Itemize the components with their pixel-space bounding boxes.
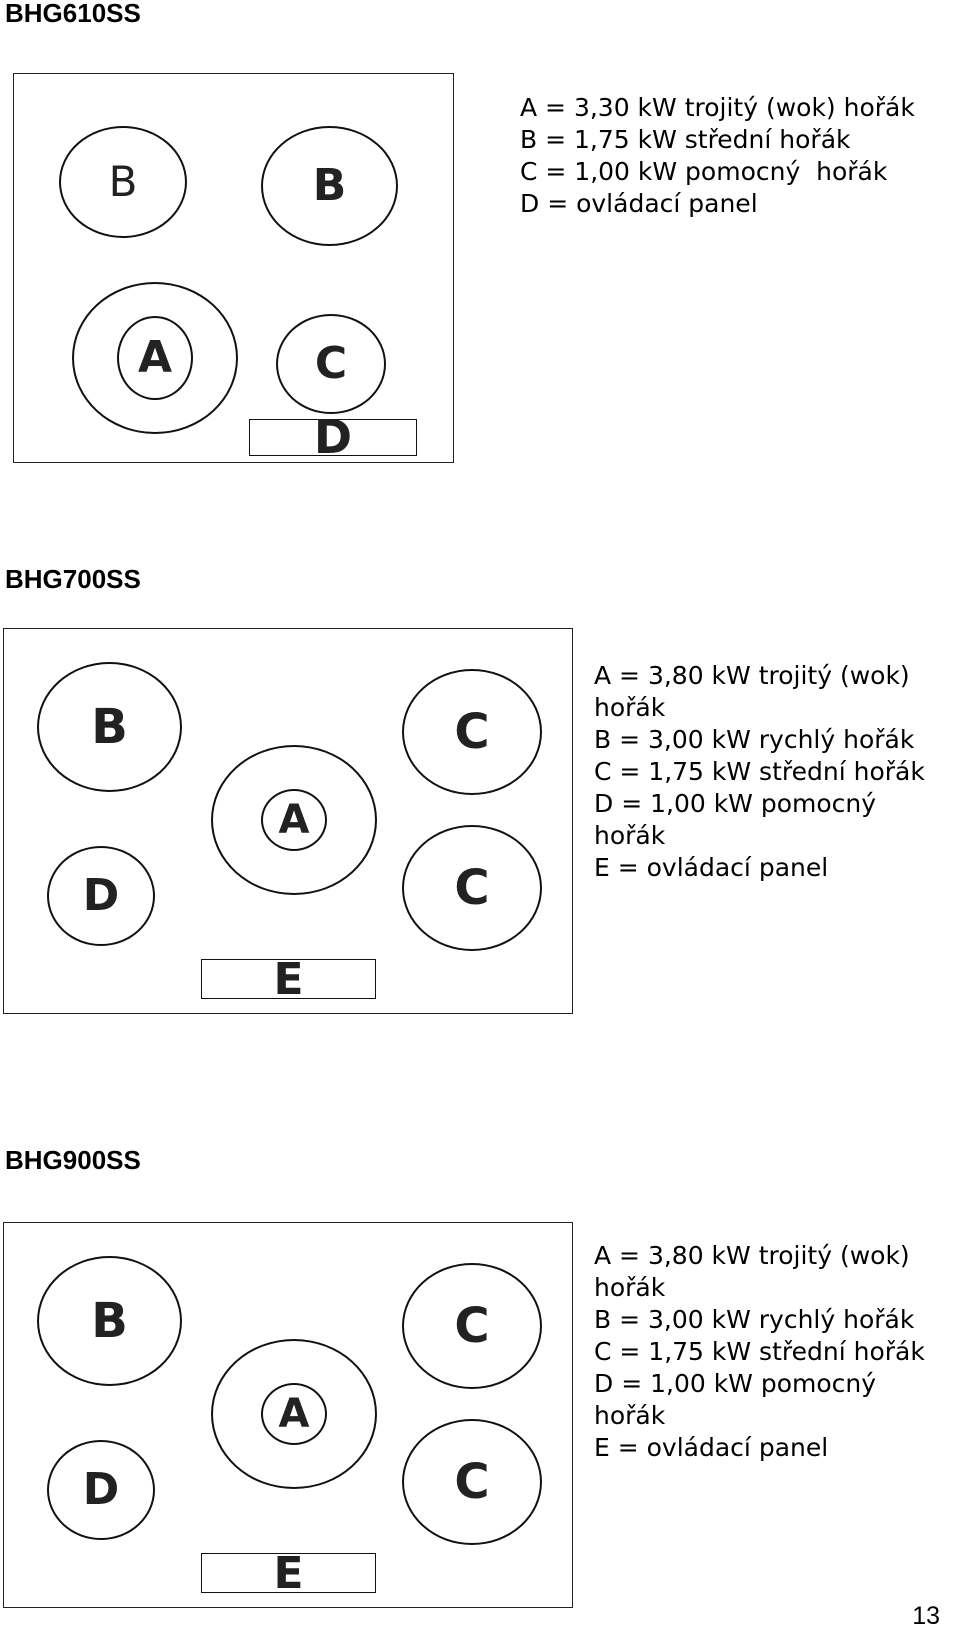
burner-d: D (47, 846, 155, 946)
legend-line: E = ovládací panel (594, 853, 829, 882)
burner-label: C (314, 338, 348, 389)
legend-line: A = 3,30 kW trojitý (wok) hořák (520, 93, 915, 122)
burner-a: A (211, 1339, 377, 1489)
burner-legend: A = 3,80 kW trojitý (wok) hořák B = 3,00… (594, 660, 925, 884)
control-panel-box: D (249, 414, 417, 460)
burner-label: C (454, 860, 490, 916)
model-title: BHG900SS (5, 1145, 141, 1175)
burner-label: A (278, 1391, 310, 1437)
model-title: BHG610SS (5, 0, 141, 28)
page-number: 13 (912, 1602, 940, 1630)
burner-c-top: C (402, 1263, 542, 1389)
burner-inner-ring: A (261, 1383, 327, 1445)
burner-legend: A = 3,30 kW trojitý (wok) hořák B = 1,75… (520, 92, 915, 220)
burner-label: C (454, 704, 490, 760)
legend-line: C = 1,75 kW střední hořák (594, 1337, 925, 1366)
hob-diagram: B B A C D (13, 73, 454, 463)
burner-c: C (276, 314, 386, 414)
burner-label: A (137, 332, 173, 383)
burner-legend: A = 3,80 kW trojitý (wok) hořák B = 3,00… (594, 1240, 925, 1464)
legend-line: B = 1,75 kW střední hořák (520, 125, 851, 154)
burner-label: C (454, 1454, 490, 1510)
hob-diagram: B D A C C E (3, 1222, 573, 1608)
control-panel-label: D (313, 410, 353, 464)
burner-a: A (211, 745, 377, 895)
burner-inner-ring: A (117, 316, 193, 400)
burner-label: B (91, 1293, 128, 1349)
legend-line: hořák (594, 693, 666, 722)
burner-b: B (37, 662, 182, 792)
legend-line: hořák (594, 1401, 666, 1430)
burner-label: B (91, 699, 128, 755)
burner-label: C (454, 1298, 490, 1354)
legend-line: hořák (594, 821, 666, 850)
legend-line: E = ovládací panel (594, 1433, 829, 1462)
burner-label: D (82, 1464, 120, 1515)
legend-line: A = 3,80 kW trojitý (wok) (594, 661, 910, 690)
burner-a: A (72, 282, 238, 434)
burner-c-bottom: C (402, 1419, 542, 1545)
burner-label: A (278, 797, 310, 843)
control-panel-box: E (201, 1548, 376, 1599)
control-panel-label: E (273, 954, 304, 1005)
hob-diagram: B D A C C E (3, 628, 573, 1014)
control-panel-box: E (201, 954, 376, 1005)
burner-inner-ring: A (261, 789, 327, 851)
legend-line: hořák (594, 1273, 666, 1302)
burner-d: D (47, 1440, 155, 1540)
burner-b-left: B (59, 126, 187, 238)
burner-b: B (37, 1256, 182, 1386)
legend-line: A = 3,80 kW trojitý (wok) (594, 1241, 910, 1270)
legend-line: B = 3,00 kW rychlý hořák (594, 1305, 915, 1334)
legend-line: D = 1,00 kW pomocný (594, 789, 877, 818)
legend-line: C = 1,75 kW střední hořák (594, 757, 925, 786)
burner-b-right: B (261, 126, 398, 246)
legend-line: D = ovládací panel (520, 189, 758, 218)
burner-label: B (312, 160, 347, 211)
burner-label: D (82, 870, 120, 921)
burner-c-top: C (402, 669, 542, 795)
burner-label: B (108, 157, 138, 206)
legend-line: B = 3,00 kW rychlý hořák (594, 725, 915, 754)
control-panel-label: E (273, 1548, 304, 1599)
legend-line: C = 1,00 kW pomocný hořák (520, 157, 888, 186)
model-title: BHG700SS (5, 564, 141, 594)
legend-line: D = 1,00 kW pomocný (594, 1369, 877, 1398)
burner-c-bottom: C (402, 825, 542, 951)
